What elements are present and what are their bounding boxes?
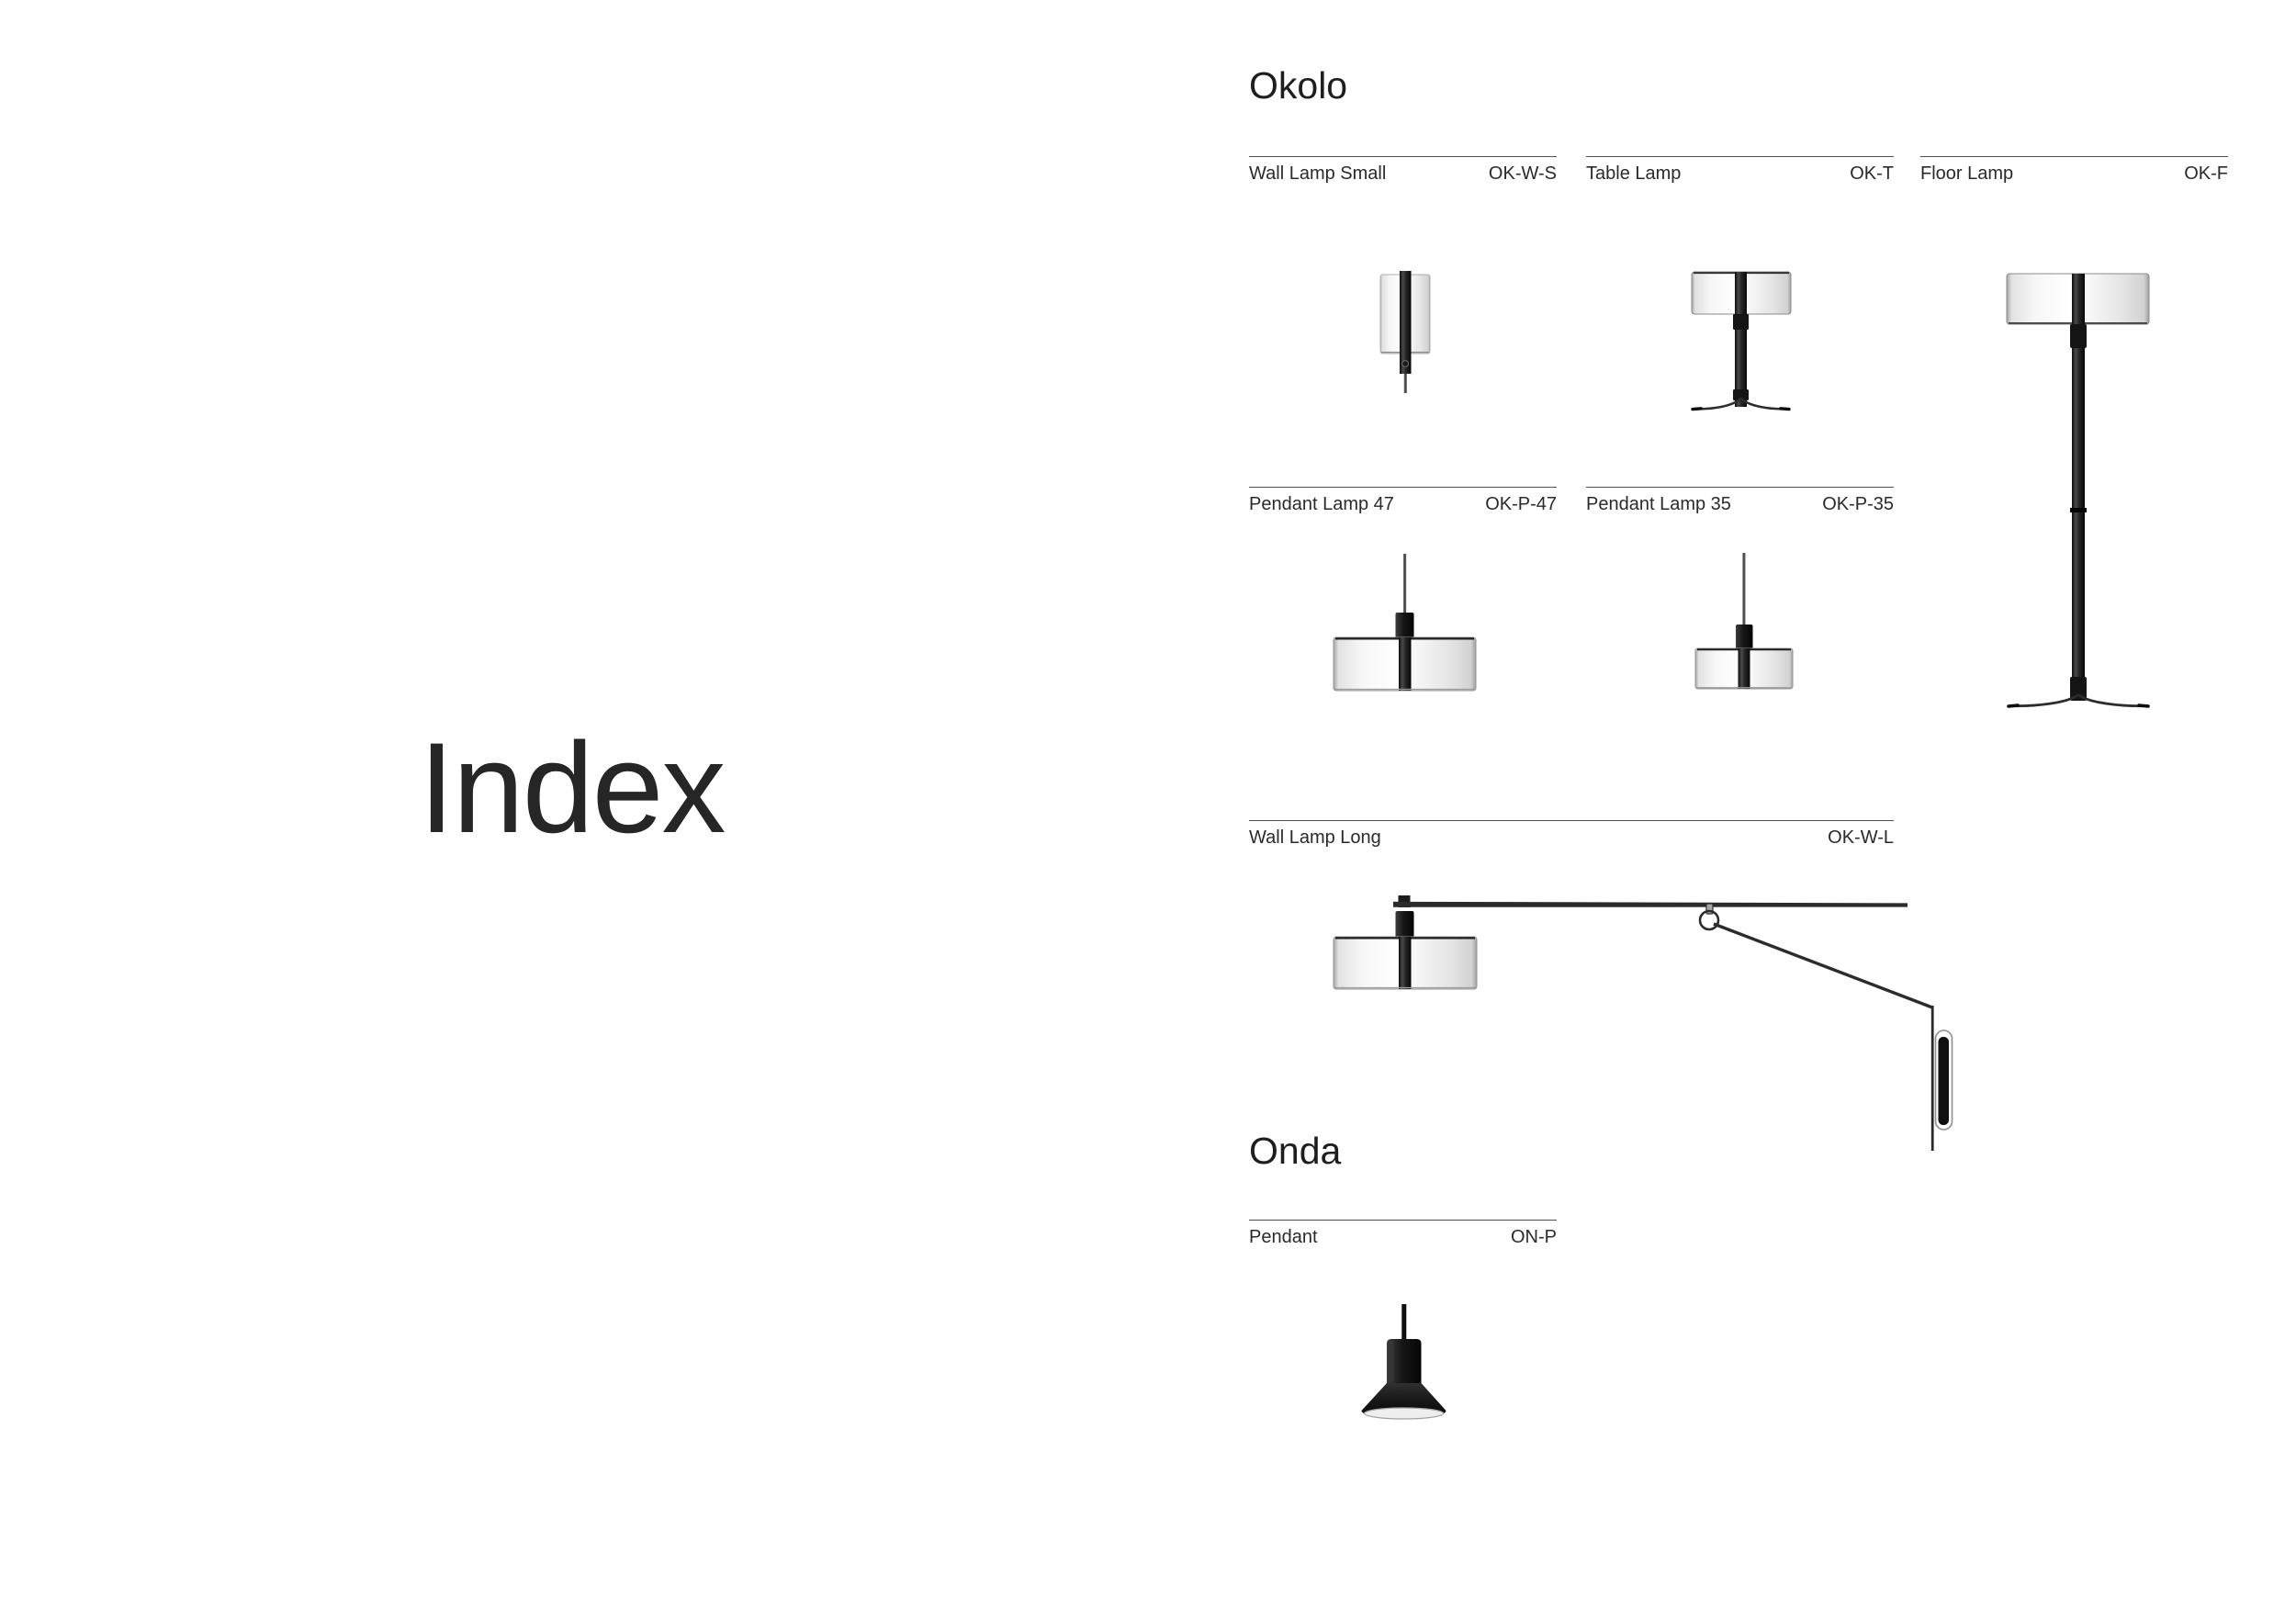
- illustration-wall-lamp-small: [1379, 271, 1431, 393]
- product-code: OK-P-35: [1822, 494, 1894, 514]
- illustration-onda-pendant: [1361, 1304, 1446, 1420]
- product-code: ON-P: [1511, 1227, 1557, 1247]
- product-code: OK-T: [1850, 163, 1894, 184]
- product-entry-table-lamp[interactable]: Table Lamp OK-T: [1586, 156, 1894, 185]
- section-title-onda: Onda: [1249, 1130, 1342, 1172]
- product-entry-pendant-lamp-47[interactable]: Pendant Lamp 47 OK-P-47: [1249, 487, 1557, 515]
- section-title-okolo: Okolo: [1249, 64, 1348, 107]
- product-name: Wall Lamp Long: [1249, 827, 1381, 848]
- product-entry-wall-lamp-small[interactable]: Wall Lamp Small OK-W-S: [1249, 156, 1557, 185]
- illustration-pendant-lamp-47: [1333, 554, 1477, 692]
- page-title: Index: [419, 715, 726, 860]
- illustration-pendant-lamp-35: [1694, 553, 1794, 690]
- product-entry-pendant-lamp-35[interactable]: Pendant Lamp 35 OK-P-35: [1586, 487, 1894, 515]
- product-code: OK-P-47: [1485, 494, 1557, 514]
- product-name: Table Lamp: [1586, 163, 1682, 184]
- illustration-wall-lamp-long: [1333, 895, 1953, 1151]
- product-name: Pendant Lamp 47: [1249, 494, 1394, 514]
- product-entry-onda-pendant[interactable]: Pendant ON-P: [1249, 1220, 1557, 1248]
- product-code: OK-W-L: [1828, 827, 1894, 848]
- product-entry-wall-lamp-long[interactable]: Wall Lamp Long OK-W-L: [1249, 820, 1894, 849]
- product-name: Pendant: [1249, 1227, 1318, 1247]
- product-entry-floor-lamp[interactable]: Floor Lamp OK-F: [1920, 156, 2228, 185]
- illustration-floor-lamp: [2006, 273, 2150, 708]
- product-name: Floor Lamp: [1920, 163, 2014, 184]
- product-code: OK-W-S: [1488, 163, 1557, 184]
- product-name: Pendant Lamp 35: [1586, 494, 1731, 514]
- product-code: OK-F: [2184, 163, 2228, 184]
- illustration-table-lamp: [1691, 271, 1792, 411]
- product-name: Wall Lamp Small: [1249, 163, 1387, 184]
